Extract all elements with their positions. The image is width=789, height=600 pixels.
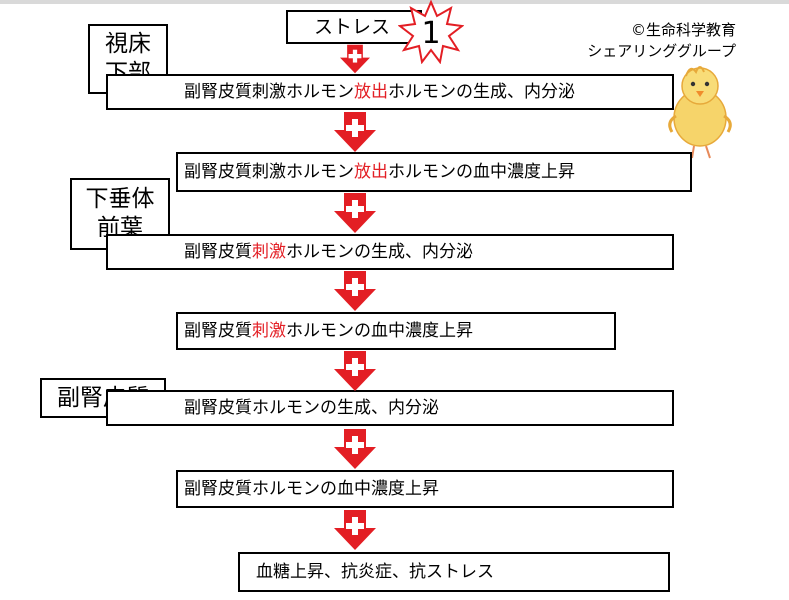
plus-arrow-icon: [334, 271, 376, 311]
step-1-highlight: 放出: [354, 81, 388, 102]
step-6-text: 副腎皮質ホルモンの血中濃度上昇: [184, 478, 439, 499]
credit-line-1: ©生命科学教育: [630, 21, 736, 39]
step-1-post: ホルモンの生成、内分泌: [388, 81, 575, 102]
step-4-post: ホルモンの血中濃度上昇: [286, 320, 473, 341]
plus-arrow-icon: [334, 351, 376, 391]
stress-box: ストレス: [286, 10, 422, 44]
step-3-highlight: 刺激: [252, 241, 286, 262]
step-3-post: ホルモンの生成、内分泌: [286, 241, 473, 262]
step-4-pre: 副腎皮質: [184, 320, 252, 341]
step-box-7: 血糖上昇、抗炎症、抗ストレス: [238, 552, 670, 592]
chick-mascot-icon: [668, 66, 732, 159]
plus-arrow-icon: [334, 193, 376, 233]
step-1-pre: 副腎皮質刺激ホルモン: [184, 81, 354, 102]
step-5-text: 副腎皮質ホルモンの生成、内分泌: [184, 397, 439, 418]
plus-arrow-icon: [334, 510, 376, 550]
window-top-border: [0, 0, 789, 4]
burst-star-icon: 1: [398, 0, 464, 64]
stress-label: ストレス: [314, 15, 391, 38]
step-2-pre: 副腎皮質刺激ホルモン: [184, 161, 354, 182]
step-box-4: 副腎皮質刺激ホルモンの血中濃度上昇: [176, 312, 616, 350]
credit-line-2: シェアリンググループ: [587, 42, 736, 60]
step-3-pre: 副腎皮質: [184, 241, 252, 262]
step-7-text: 血糖上昇、抗炎症、抗ストレス: [256, 561, 494, 582]
plus-arrow-icon: [334, 429, 376, 469]
step-box-2: 副腎皮質刺激ホルモン放出ホルモンの血中濃度上昇: [176, 152, 692, 192]
step-2-post: ホルモンの血中濃度上昇: [388, 161, 575, 182]
plus-arrow-icon: [340, 44, 370, 74]
step-2-highlight: 放出: [354, 161, 388, 182]
step-box-3: 副腎皮質刺激ホルモンの生成、内分泌: [106, 234, 674, 270]
step-box-6: 副腎皮質ホルモンの血中濃度上昇: [176, 470, 674, 508]
plus-arrow-icon: [334, 112, 376, 152]
credit-text: ©生命科学教育 シェアリンググループ: [560, 20, 736, 62]
step-box-1: 副腎皮質刺激ホルモン放出ホルモンの生成、内分泌: [106, 74, 674, 110]
label-pituitary-line1: 下垂体: [85, 186, 155, 213]
stress-number: 1: [421, 16, 440, 51]
label-hypothalamus-line1: 視床: [105, 31, 151, 58]
step-box-5: 副腎皮質ホルモンの生成、内分泌: [106, 390, 674, 426]
step-4-highlight: 刺激: [252, 320, 286, 341]
